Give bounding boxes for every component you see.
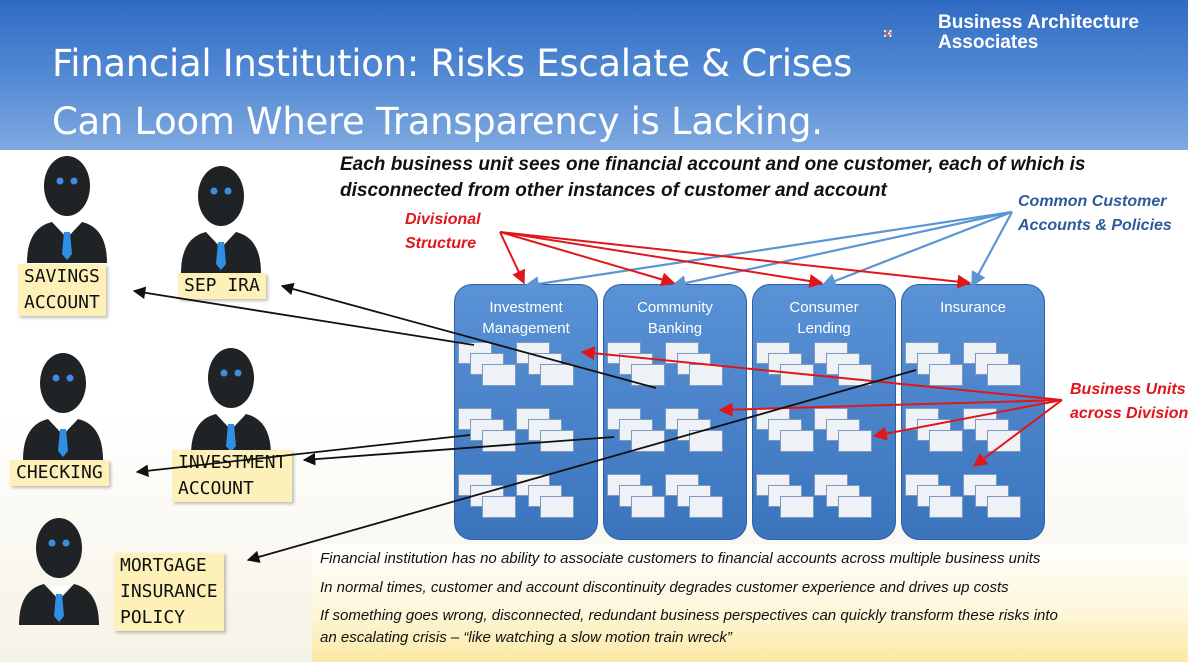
business-unit-arrows bbox=[580, 346, 1063, 467]
person-icon bbox=[191, 348, 271, 455]
label-savings-account: SAVINGS ACCOUNT bbox=[18, 264, 106, 316]
account-record bbox=[482, 496, 516, 518]
account-record bbox=[540, 496, 574, 518]
callout-line: Accounts & Policies bbox=[1018, 217, 1172, 234]
logo-text-line-1: Business Architecture bbox=[938, 12, 1139, 33]
unit-name-line: Consumer bbox=[789, 299, 859, 316]
label-line: ACCOUNT bbox=[178, 478, 254, 499]
label-line: INSURANCE bbox=[120, 581, 218, 602]
person-icon bbox=[27, 156, 107, 263]
person-icon bbox=[19, 518, 99, 625]
account-record bbox=[929, 496, 963, 518]
account-record bbox=[780, 430, 814, 452]
common-customer-callout: Common Customer Accounts & Policies bbox=[1018, 190, 1172, 238]
label-line: INVESTMENT bbox=[178, 452, 287, 473]
account-arrows bbox=[132, 282, 917, 563]
person-icon bbox=[23, 353, 103, 460]
label-checking: CHECKING bbox=[10, 460, 109, 486]
callout-line: across Divisions bbox=[1070, 405, 1188, 422]
account-record bbox=[689, 496, 723, 518]
label-line: SAVINGS bbox=[24, 266, 100, 287]
person-icon bbox=[181, 166, 261, 273]
unit-name-line: Insurance bbox=[940, 299, 1006, 316]
intro-text: Each business unit sees one financial ac… bbox=[340, 154, 1086, 201]
slide-header bbox=[0, 0, 1188, 150]
note-line: In normal times, customer and account di… bbox=[320, 579, 1009, 596]
logo-text-line-2: Associates bbox=[938, 32, 1039, 53]
divisional-structure-callout: Divisional Structure bbox=[405, 208, 481, 256]
unit-name: Community Banking bbox=[604, 297, 746, 339]
label-mortgage-insurance-policy: MORTGAGE INSURANCE POLICY bbox=[114, 553, 224, 631]
label-line: SEP IRA bbox=[184, 275, 260, 296]
account-record bbox=[929, 430, 963, 452]
unit-name: Investment Management bbox=[455, 297, 597, 339]
account-record bbox=[838, 430, 872, 452]
unit-name-line: Investment bbox=[489, 299, 563, 316]
account-record bbox=[838, 496, 872, 518]
callout-line: Divisional bbox=[405, 211, 481, 228]
account-record bbox=[987, 430, 1021, 452]
label-line: MORTGAGE bbox=[120, 555, 207, 576]
unit-name-line: Lending bbox=[797, 320, 851, 337]
label-investment-account: INVESTMENT ACCOUNT bbox=[172, 450, 293, 502]
slide-title-line-2: Can Loom Where Transparency is Lacking. bbox=[52, 100, 823, 143]
unit-name-line: Community bbox=[637, 299, 713, 316]
account-record bbox=[987, 364, 1021, 386]
label-line: ACCOUNT bbox=[24, 292, 100, 313]
account-record bbox=[540, 364, 574, 386]
account-record bbox=[929, 364, 963, 386]
account-record bbox=[780, 496, 814, 518]
account-record bbox=[987, 496, 1021, 518]
callout-line: Business Units bbox=[1070, 381, 1186, 398]
account-record bbox=[631, 496, 665, 518]
common-customer-arrows bbox=[523, 210, 1013, 292]
business-units-callout: Business Units across Divisions bbox=[1070, 378, 1188, 426]
label-sep-ira: SEP IRA bbox=[178, 273, 266, 299]
note-line: an escalating crisis – “like watching a … bbox=[320, 629, 732, 646]
notes-panel bbox=[312, 544, 1188, 662]
label-line: CHECKING bbox=[16, 462, 103, 483]
label-line: POLICY bbox=[120, 607, 186, 628]
unit-name: Insurance bbox=[902, 297, 1044, 318]
unit-name: Consumer Lending bbox=[753, 297, 895, 339]
callout-line: Common Customer bbox=[1018, 193, 1167, 210]
unit-name-line: Management bbox=[482, 320, 570, 337]
logo-mark-icon bbox=[884, 29, 894, 38]
note-line: If something goes wrong, disconnected, r… bbox=[320, 607, 1058, 624]
unit-name-line: Banking bbox=[647, 320, 703, 337]
slide-title-line-1: Financial Institution: Risks Escalate & … bbox=[52, 42, 853, 85]
note-line: Financial institution has no ability to … bbox=[320, 550, 1041, 567]
account-record bbox=[482, 364, 516, 386]
divisional-arrows bbox=[499, 231, 972, 289]
callout-line: Structure bbox=[405, 235, 477, 252]
